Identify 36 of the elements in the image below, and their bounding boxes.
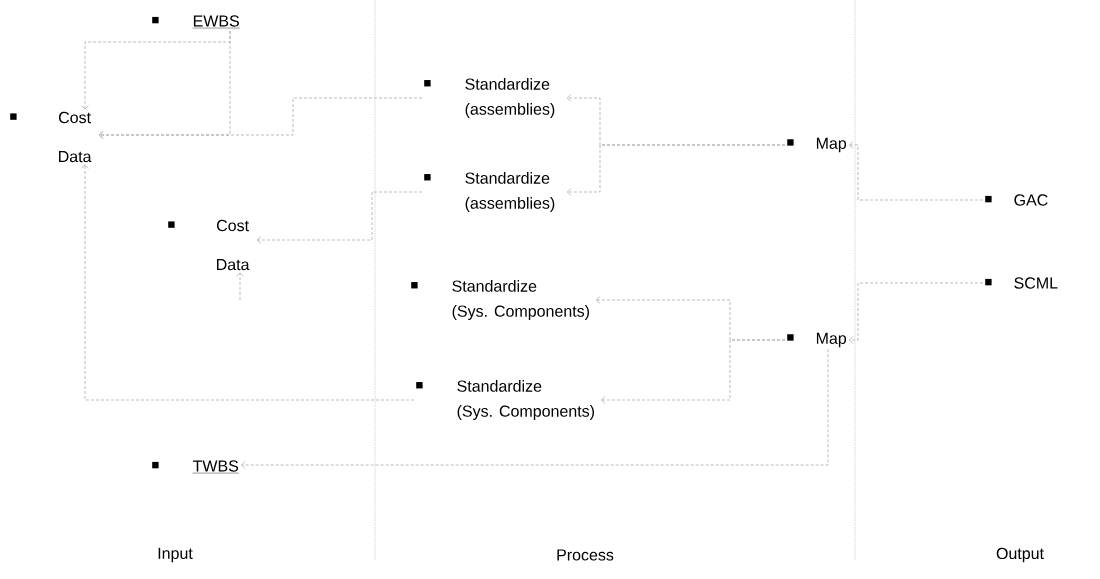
bullet-item: Map	[787, 332, 847, 348]
node-label: TWBS	[192, 460, 239, 472]
arrow	[566, 144, 786, 196]
node-label: EWBS	[193, 15, 239, 27]
arrow	[849, 282, 984, 344]
arrow	[849, 141, 984, 201]
bullet-item: Cost Data	[10, 111, 92, 163]
arrow	[236, 272, 244, 301]
node-label: Standardize (Sys. Components)	[457, 380, 595, 420]
bullet-item: Standardize (Sys. Components)	[416, 380, 594, 420]
bullet-item: Standardize (assemblies)	[424, 172, 555, 212]
node-label: Cost Data	[216, 219, 250, 271]
node-label: Map	[816, 137, 847, 153]
column-label: Input	[158, 547, 193, 563]
node-label: Map	[816, 332, 847, 348]
bullet-item: EWBS	[152, 15, 240, 29]
bullet-item: Standardize (Sys. Components)	[411, 280, 589, 320]
node-label: Cost Data	[58, 111, 92, 163]
node-label: Standardize (assemblies)	[465, 78, 555, 118]
bullet-item: Cost Data	[168, 219, 250, 271]
bullet-item: SCML	[985, 277, 1058, 289]
bullet-item: Map	[787, 137, 847, 153]
node-label: SCML	[1014, 277, 1058, 289]
bullet-item: Standardize (assemblies)	[424, 78, 555, 118]
column-label: Output	[996, 547, 1044, 563]
node-label: Standardize (Sys. Components)	[452, 280, 590, 320]
column-label: Process	[557, 549, 614, 561]
arrow	[256, 191, 423, 244]
bullet-item: TWBS	[152, 460, 239, 474]
bullet-item: GAC	[985, 194, 1048, 206]
node-label: GAC	[1014, 194, 1048, 206]
arrow	[81, 164, 415, 401]
arrow	[98, 97, 423, 139]
arrow	[600, 339, 786, 404]
arrow	[241, 349, 829, 469]
node-label: Standardize (assemblies)	[465, 172, 555, 212]
